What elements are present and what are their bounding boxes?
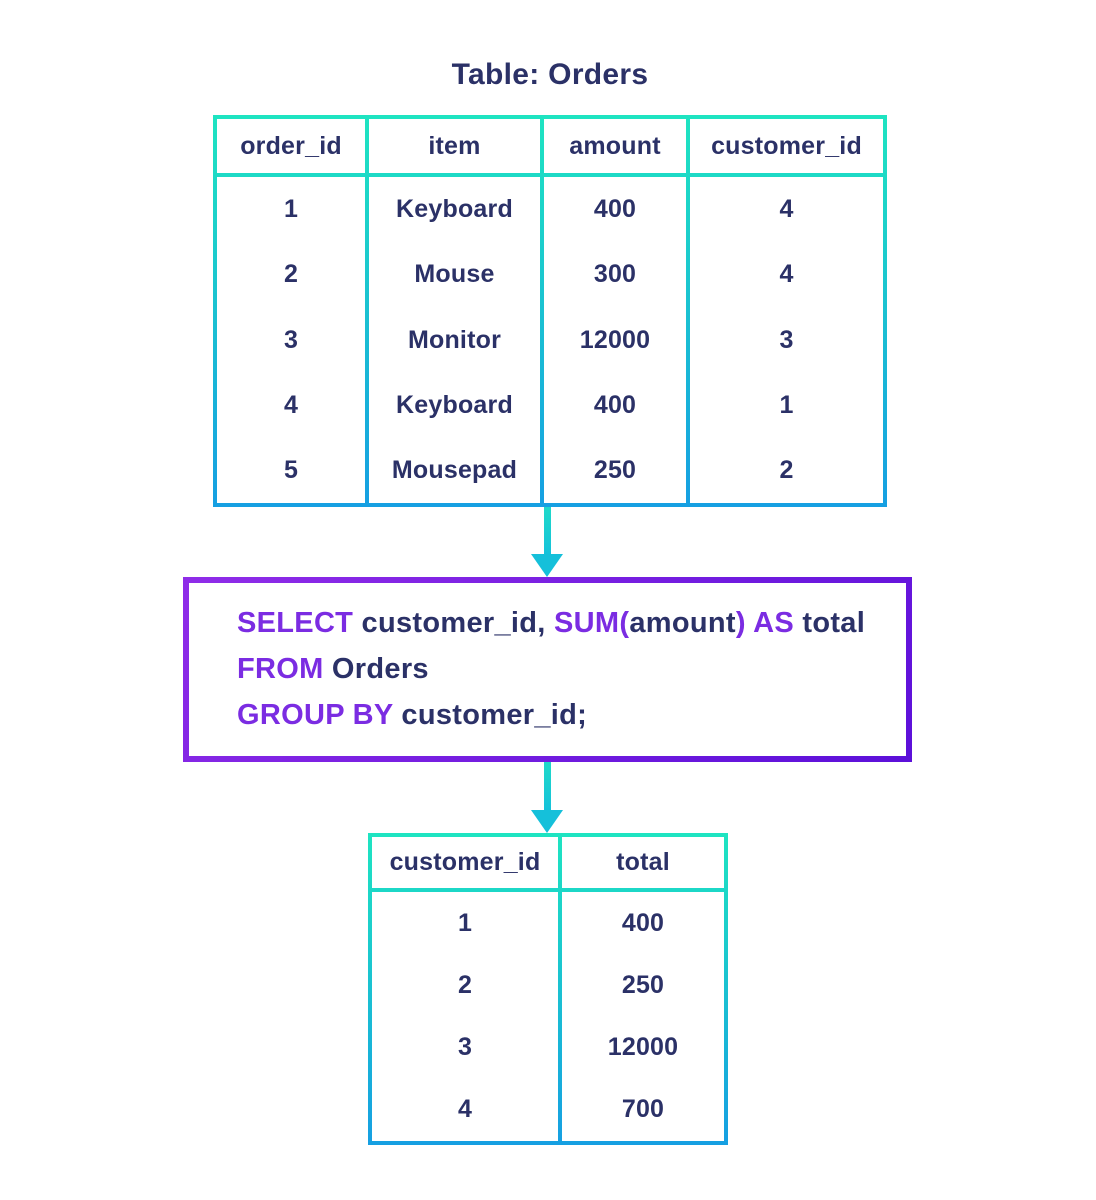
orders-cell: 4	[779, 195, 794, 224]
result-cell: 1	[457, 908, 473, 937]
down-arrow-icon	[531, 762, 563, 833]
orders-cell: 3	[779, 325, 794, 354]
sql-identifier: Orders	[323, 653, 429, 685]
orders-cell: 1	[283, 195, 299, 224]
sql-query-box: SELECT customer_id, SUM(amount) AS total…	[183, 577, 912, 762]
result-header-customer_id: customer_id	[372, 837, 558, 888]
orders-cell: 250	[593, 455, 637, 484]
result-cell: 400	[621, 908, 665, 937]
result-cell: 2	[457, 970, 473, 999]
result-cell: 12000	[607, 1033, 679, 1062]
sql-keyword: FROM	[237, 653, 324, 685]
result-column-total: 400 250 12000 700	[562, 892, 724, 1141]
result-cell: 3	[457, 1033, 473, 1062]
sql-identifier: amount	[629, 607, 736, 639]
orders-column-amount: 400 300 12000 400 250	[544, 177, 686, 503]
orders-column-order_id: 1 2 3 4 5	[217, 177, 365, 503]
sql-identifier: customer_id;	[393, 699, 588, 731]
sql-line-3: GROUP BY customer_id;	[237, 692, 896, 738]
orders-cell: Keyboard	[396, 195, 513, 224]
sql-identifier: customer_id,	[353, 607, 555, 639]
orders-header-order_id: order_id	[217, 119, 365, 173]
orders-cell: Mousepad	[391, 455, 518, 484]
result-cell: 4	[457, 1095, 473, 1124]
orders-cell: 4	[283, 390, 299, 419]
orders-cell: 4	[779, 260, 794, 289]
diagram-title: Table: Orders	[451, 58, 649, 91]
result-column-customer_id: 1 2 3 4	[372, 892, 558, 1141]
arrow-head	[531, 810, 563, 833]
orders-cell: 5	[283, 455, 299, 484]
orders-cell: Mouse	[414, 260, 495, 289]
arrow-shaft	[543, 762, 551, 810]
orders-cell: 400	[593, 390, 637, 419]
orders-cell: 2	[779, 455, 794, 484]
result-cell: 700	[621, 1095, 665, 1124]
down-arrow-icon	[531, 507, 563, 577]
orders-header-customer_id: customer_id	[690, 119, 883, 173]
sql-keyword: )	[735, 607, 746, 639]
orders-cell: 3	[283, 325, 299, 354]
sql-identifier: total	[794, 607, 866, 639]
arrow-shaft	[543, 507, 551, 554]
orders-cell: 300	[593, 260, 637, 289]
orders-header-item: item	[369, 119, 540, 173]
orders-cell: 2	[283, 260, 299, 289]
orders-column-customer_id: 4 4 3 1 2	[690, 177, 883, 503]
sql-keyword: SUM(	[554, 607, 630, 639]
result-header-total: total	[562, 837, 724, 888]
sql-line-2: FROM Orders	[237, 646, 896, 692]
result-cell: 250	[621, 970, 665, 999]
sql-keyword: SELECT	[237, 607, 354, 639]
orders-cell: 400	[593, 195, 637, 224]
sql-line-1: SELECT customer_id, SUM(amount) AS total	[237, 600, 896, 646]
orders-header-amount: amount	[544, 119, 686, 173]
sql-keyword: GROUP BY	[237, 699, 394, 731]
orders-cell: Monitor	[407, 325, 502, 354]
orders-cell: Keyboard	[396, 390, 513, 419]
arrow-head	[531, 554, 563, 577]
sql-keyword: AS	[753, 607, 794, 639]
orders-cell: 12000	[579, 325, 651, 354]
orders-cell: 1	[779, 390, 794, 419]
